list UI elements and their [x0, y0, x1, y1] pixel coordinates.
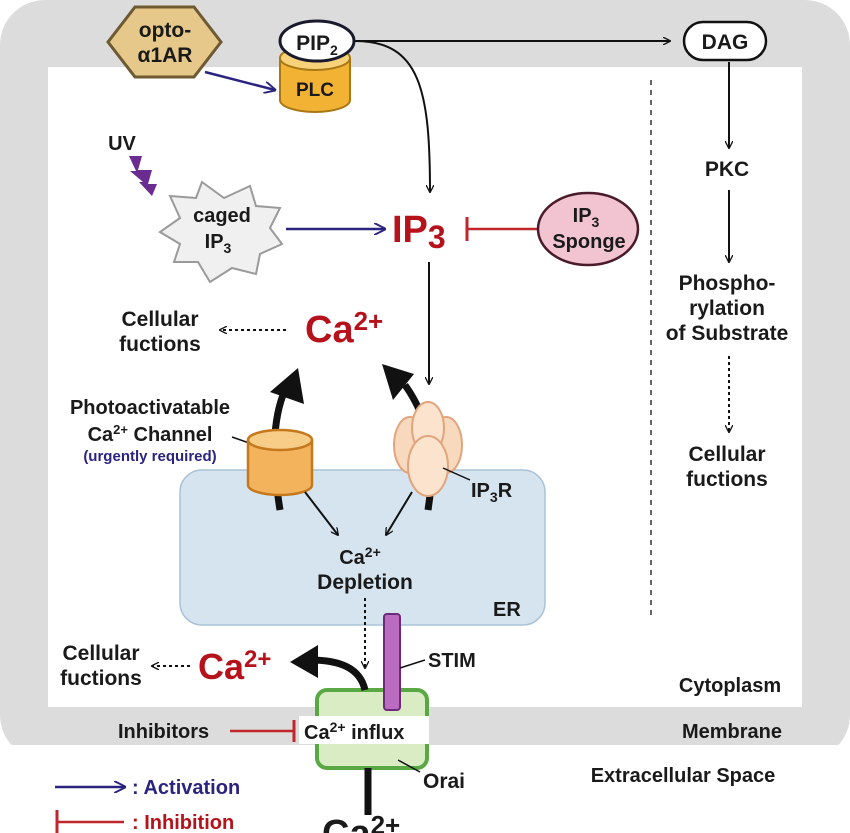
orai-label-connector — [397, 759, 421, 773]
svg-text:Ca2+: Ca2+ — [305, 306, 383, 351]
ca-extracellular-label: Ca — [322, 813, 371, 833]
plc-label: PLC — [296, 80, 334, 101]
svg-text:fuctions: fuctions — [686, 468, 768, 491]
svg-text:Photoactivatable: Photoactivatable — [70, 397, 230, 419]
svg-text:IP3: IP3 — [392, 209, 446, 255]
svg-text:fuctions: fuctions — [119, 333, 201, 356]
cellular-functions-left: Cellular fuctions — [119, 308, 201, 356]
ip3-subscript: 3 — [428, 219, 446, 255]
ip3r-label: IP — [471, 480, 490, 502]
svg-text:Ca2+: Ca2+ — [322, 810, 400, 833]
svg-text:rylation: rylation — [689, 297, 765, 320]
ip3r-label-connector — [442, 467, 471, 481]
membrane-label: Membrane — [682, 721, 782, 743]
stim-label: STIM — [428, 650, 476, 672]
svg-text:Ca2+ influx: Ca2+ influx — [304, 719, 404, 744]
pip2-label: PIP — [296, 32, 330, 55]
svg-text:Depletion: Depletion — [317, 571, 413, 594]
ip3r-flux-arrowhead — [382, 364, 414, 400]
photoactivatable-channel-label: Photoactivatable Ca2+ Channel (urgently … — [70, 397, 230, 465]
ip3r-subscript: 3 — [490, 489, 498, 505]
caged-label: caged — [193, 205, 251, 227]
svg-text:Cellular: Cellular — [62, 642, 139, 665]
ip3-sponge-node: IP3 Sponge — [536, 191, 640, 267]
svg-text:Cellular: Cellular — [688, 443, 765, 466]
legend: : Activation : Inhibition — [55, 777, 240, 833]
sponge-ip-label: IP — [573, 205, 592, 227]
pkc-label: PKC — [705, 158, 749, 181]
cellular-functions-right: Cellular fuctions — [686, 443, 768, 491]
svg-text:Ca2+: Ca2+ — [339, 544, 381, 569]
extracellular-label: Extracellular Space — [591, 765, 776, 787]
sponge-label: Sponge — [552, 231, 625, 253]
cytoplasm-label: Cytoplasm — [679, 675, 781, 697]
cellular-functions-bottom: Cellular fuctions — [60, 642, 142, 690]
svg-text:IP3R: IP3R — [471, 480, 513, 505]
channel-to-depletion-arrow — [304, 491, 338, 535]
svg-text:of Substrate: of Substrate — [666, 322, 789, 345]
stim-protein — [383, 613, 401, 711]
svg-text:Ca2+: Ca2+ — [198, 646, 271, 687]
dag-label: DAG — [702, 31, 749, 54]
orai-label: Orai — [423, 770, 465, 793]
orai-flux-arrow — [309, 656, 369, 692]
uv-label: UV — [108, 133, 136, 155]
svg-text:IP3: IP3 — [205, 231, 232, 256]
svg-text:PIP2: PIP2 — [296, 32, 338, 58]
opto-label-line2: α1AR — [138, 44, 193, 67]
ip3r-receptor — [393, 401, 463, 497]
ca-cytoplasm-label: Ca — [305, 309, 354, 351]
svg-text:Phospho-: Phospho- — [679, 272, 776, 295]
caged-ip3-node: caged IP3 — [158, 180, 284, 284]
ca-cytoplasm-superscript: 2+ — [354, 306, 384, 336]
ip3-label: IP — [392, 209, 428, 251]
svg-text:fuctions: fuctions — [60, 667, 142, 690]
ca-extracellular-superscript: 2+ — [371, 810, 401, 833]
inhibitors-label: Inhibitors — [118, 721, 209, 743]
ca-depletion-label: Ca2+ Depletion — [317, 544, 413, 594]
opto-to-plc-arrow — [204, 70, 275, 90]
influx-label-box — [299, 716, 429, 744]
svg-text:(urgently required): (urgently required) — [83, 448, 216, 465]
pip2-to-ip3-arrow — [354, 40, 430, 192]
phosphorylation-label: Phospho- rylation of Substrate — [666, 272, 789, 345]
opto-label-line1: opto- — [139, 19, 191, 42]
uv-lightning-icon — [129, 156, 157, 196]
photoactivatable-channel — [246, 428, 314, 497]
stim-label-connector — [399, 659, 426, 669]
ca-bottom-label: Ca — [198, 646, 245, 687]
legend-inhibition-label: : Inhibition — [132, 812, 234, 833]
svg-text:IP3: IP3 — [573, 205, 600, 230]
caged-ip-label: IP — [205, 231, 224, 253]
ca-bottom-superscript: 2+ — [244, 646, 271, 673]
svg-text:Cellular: Cellular — [121, 308, 198, 331]
caged-ip-subscript: 3 — [224, 240, 232, 256]
svg-text:Ca2+ Channel: Ca2+ Channel — [88, 422, 213, 446]
er-label: ER — [493, 599, 521, 621]
ip3r-to-depletion-arrow — [386, 491, 413, 535]
sponge-ip-subscript: 3 — [592, 214, 600, 230]
pip2-node: PIP2 — [278, 19, 356, 63]
channel-flux-arrowhead — [270, 368, 304, 404]
pip2-subscript: 2 — [330, 42, 338, 58]
er-organelle — [179, 469, 546, 626]
orai-flux-arrowhead — [290, 645, 318, 678]
legend-activation-label: : Activation — [132, 777, 240, 799]
dag-node: DAG — [682, 20, 768, 62]
ca-influx-label: Ca — [304, 722, 330, 744]
opto-a1ar-receptor: opto- α1AR — [106, 5, 223, 79]
